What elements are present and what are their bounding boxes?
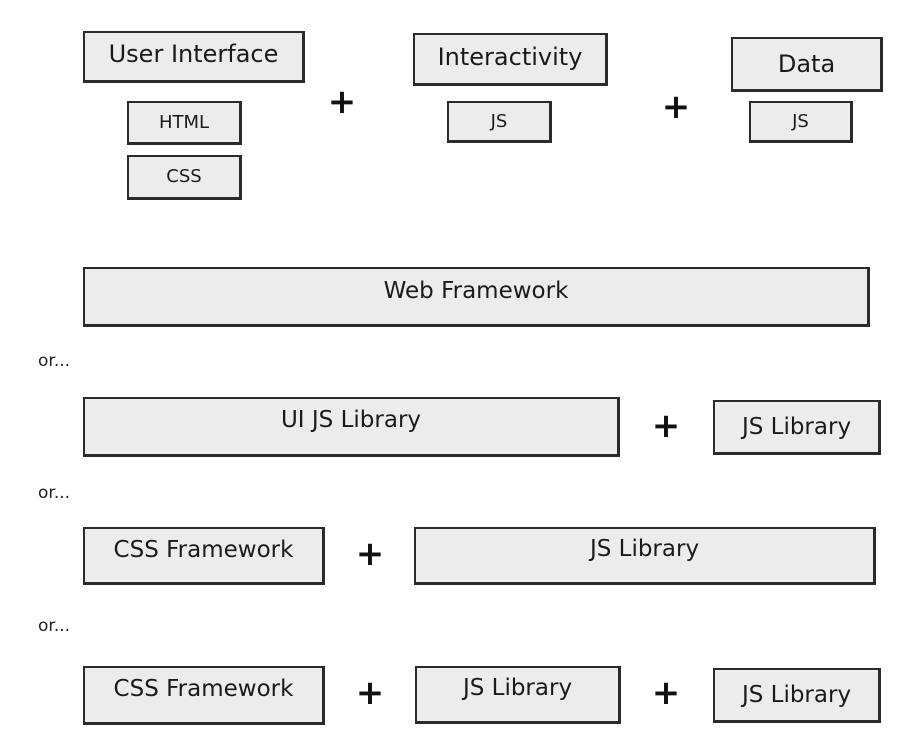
plus-sign: + — [651, 406, 681, 446]
plus-sign: + — [651, 673, 681, 713]
js-library-box: JS Library — [414, 527, 876, 585]
data-box: Data — [731, 37, 883, 92]
web-framework-label: Web Framework — [383, 278, 569, 304]
css-box: CSS — [127, 155, 242, 200]
or-separator: or... — [38, 351, 71, 371]
ui-js-library-label: UI JS Library — [280, 407, 422, 433]
interactivity-js-box: JS — [447, 101, 552, 143]
css-framework-label: CSS Framework — [113, 537, 294, 563]
or-separator: or... — [38, 616, 71, 636]
data-js-box: JS — [749, 101, 853, 143]
interactivity-label: Interactivity — [437, 43, 583, 71]
css-framework-label: CSS Framework — [113, 676, 294, 702]
plus-sign: + — [327, 82, 357, 122]
js-library-label: JS Library — [741, 413, 852, 440]
css-framework-box: CSS Framework — [83, 527, 325, 585]
js-library-box: JS Library — [713, 400, 881, 455]
js-library-box: JS Library — [415, 666, 621, 724]
interactivity-js-label: JS — [490, 110, 508, 132]
plus-sign: + — [355, 534, 385, 574]
web-framework-box: Web Framework — [83, 267, 870, 327]
or-separator: or... — [38, 483, 71, 503]
css-framework-box: CSS Framework — [83, 666, 325, 725]
html-label: HTML — [158, 111, 210, 133]
data-js-label: JS — [792, 110, 809, 132]
plus-sign: + — [661, 87, 691, 127]
user-interface-label: User Interface — [108, 40, 279, 68]
plus-sign: + — [355, 673, 385, 713]
user-interface-box: User Interface — [83, 31, 305, 83]
data-label: Data — [777, 50, 836, 78]
css-label: CSS — [166, 166, 202, 187]
js-library-label: JS Library — [462, 675, 573, 701]
js-library-box: JS Library — [713, 668, 881, 723]
interactivity-box: Interactivity — [413, 33, 608, 86]
html-box: HTML — [127, 101, 242, 145]
js-library-label: JS Library — [589, 536, 700, 562]
js-library-label: JS Library — [741, 681, 852, 708]
ui-js-library-box: UI JS Library — [83, 397, 620, 457]
